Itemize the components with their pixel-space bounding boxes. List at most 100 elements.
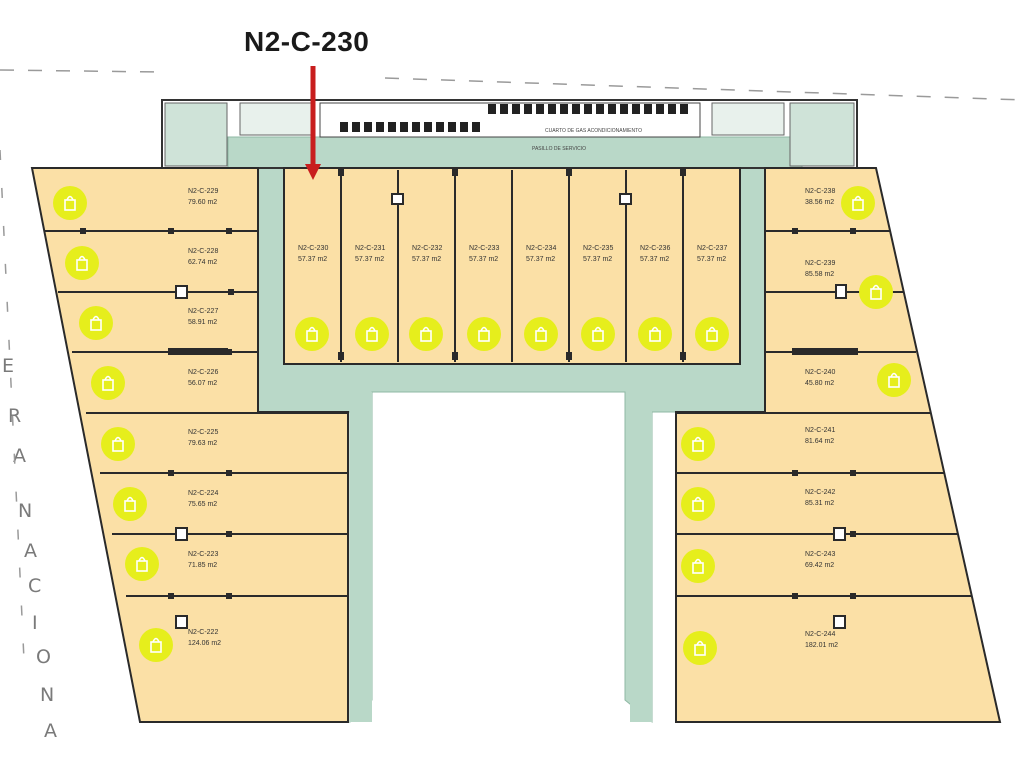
shop-bag-icon: [79, 306, 113, 340]
shop-bag-icon: [409, 317, 443, 351]
unit-id-label: N2-C-240: [805, 369, 835, 376]
unit-n2-c-229[interactable]: N2-C-229 79.60 m2: [53, 186, 218, 220]
unit-id-label: N2-C-239: [805, 260, 835, 267]
unit-n2-c-237[interactable]: N2-C-237 57.37 m2: [695, 245, 729, 351]
unit-area-label: 69.42 m2: [805, 562, 834, 569]
survey-line-left: [0, 149, 25, 661]
unit-id-label: N2-C-229: [188, 188, 218, 195]
unit-id-label: N2-C-241: [805, 427, 835, 434]
right-dividers: [676, 230, 972, 597]
unit-n2-c-244[interactable]: N2-C-244 182.01 m2: [683, 631, 838, 665]
unit-area-label: 79.60 m2: [188, 199, 217, 206]
unit-id-label: N2-C-230: [298, 245, 328, 252]
unit-area-label: 57.37 m2: [640, 256, 669, 263]
unit-n2-c-243[interactable]: N2-C-243 69.42 m2: [681, 549, 835, 583]
unit-area-label: 71.85 m2: [188, 562, 217, 569]
unit-area-label: 45.80 m2: [805, 380, 834, 387]
unit-id-label: N2-C-231: [355, 245, 385, 252]
shop-bag-icon: [139, 628, 173, 662]
columns: [80, 168, 858, 599]
shop-bag-icon: [581, 317, 615, 351]
street-letter: R: [8, 405, 22, 427]
survey-lines: [0, 69, 1024, 101]
unit-id-label: N2-C-242: [805, 489, 835, 496]
shop-bag-icon: [695, 317, 729, 351]
street-letter: N: [18, 500, 33, 522]
unit-id-label: N2-C-235: [583, 245, 613, 252]
street-letter: A: [24, 540, 37, 562]
unit-id-label: N2-C-227: [188, 308, 218, 315]
callout-arrow: [305, 66, 321, 180]
street-letter: N: [40, 684, 55, 706]
unit-area-label: 56.07 m2: [188, 380, 217, 387]
unit-area-label: 57.37 m2: [298, 256, 327, 263]
unit-id-label: N2-C-236: [640, 245, 670, 252]
shop-bag-icon: [638, 317, 672, 351]
service-label: PASILLO DE SERVICIO: [532, 146, 586, 152]
unit-area-label: 57.37 m2: [583, 256, 612, 263]
street-letter: C: [28, 575, 42, 597]
shop-bag-icon: [125, 547, 159, 581]
shop-bag-icon: [681, 427, 715, 461]
shop-bag-icon: [859, 275, 893, 309]
unit-area-label: 85.58 m2: [805, 271, 834, 278]
unit-n2-c-230[interactable]: N2-C-230 57.37 m2: [295, 245, 329, 351]
unit-id-label: N2-C-234: [526, 245, 556, 252]
street-letter: O: [36, 646, 51, 668]
street-letter: I: [32, 612, 38, 634]
unit-n2-c-235[interactable]: N2-C-235 57.37 m2: [581, 245, 615, 351]
shop-bag-icon: [355, 317, 389, 351]
unit-id-label: N2-C-224: [188, 490, 218, 497]
shop-bag-icon: [681, 549, 715, 583]
shop-bag-icon: [91, 366, 125, 400]
unit-area-label: 182.01 m2: [805, 642, 838, 649]
shop-bag-icon: [841, 186, 875, 220]
shop-bag-icon: [295, 317, 329, 351]
unit-area-label: 79.63 m2: [188, 440, 217, 447]
shafts: [175, 193, 847, 629]
shop-bag-icon: [683, 631, 717, 665]
unit-n2-c-238[interactable]: N2-C-238 38.56 m2: [805, 186, 875, 220]
unit-id-label: N2-C-244: [805, 631, 835, 638]
unit-area-label: 58.91 m2: [188, 319, 217, 326]
shop-bag-icon: [65, 246, 99, 280]
unit-area-label: 85.31 m2: [805, 500, 834, 507]
shop-bag-icon: [467, 317, 501, 351]
unit-n2-c-242[interactable]: N2-C-242 85.31 m2: [681, 487, 835, 521]
unit-id-label: N2-C-237: [697, 245, 727, 252]
unit-area-label: 57.37 m2: [697, 256, 726, 263]
shop-bag-icon: [681, 487, 715, 521]
unit-id-label: N2-C-243: [805, 551, 835, 558]
shop-bag-icon: [113, 487, 147, 521]
unit-n2-c-236[interactable]: N2-C-236 57.37 m2: [638, 245, 672, 351]
shop-bag-icon: [877, 363, 911, 397]
service-strip: CUARTO DE GAS ACONDICIONAMIENTO PASILLO …: [161, 99, 858, 169]
unit-n2-c-239[interactable]: N2-C-239 85.58 m2: [805, 260, 893, 309]
parking-label: CUARTO DE GAS ACONDICIONAMIENTO: [545, 128, 642, 134]
street-letter: A: [13, 445, 26, 467]
callout-label: N2-C-230: [244, 26, 370, 57]
unit-id-label: N2-C-222: [188, 629, 218, 636]
unit-area-label: 57.37 m2: [469, 256, 498, 263]
shop-bag-icon: [101, 427, 135, 461]
street-letter: A: [44, 720, 57, 742]
unit-id-label: N2-C-228: [188, 248, 218, 255]
unit-n2-c-227[interactable]: N2-C-227 58.91 m2: [79, 306, 218, 340]
shop-bag-icon: [53, 186, 87, 220]
unit-area-label: 38.56 m2: [805, 199, 834, 206]
unit-id-label: N2-C-238: [805, 188, 835, 195]
unit-n2-c-240[interactable]: N2-C-240 45.80 m2: [805, 363, 911, 397]
